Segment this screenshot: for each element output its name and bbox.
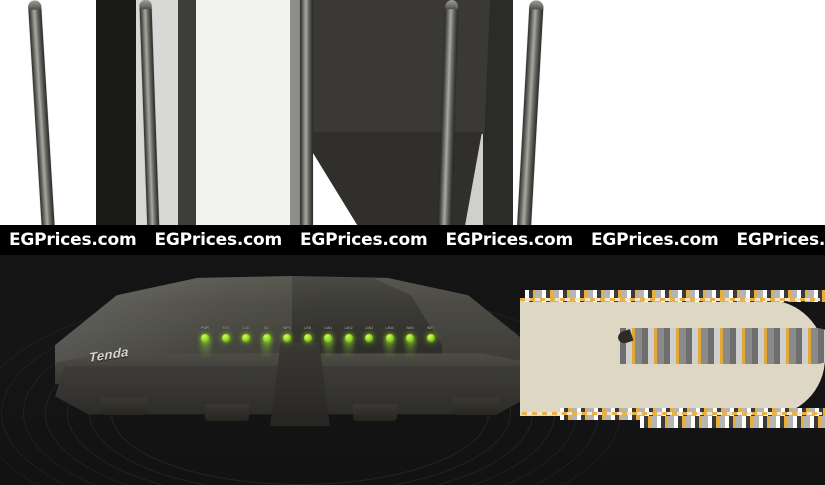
led-label: LAN3	[364, 326, 374, 330]
backdrop-strip	[560, 0, 825, 250]
led-indicator: SYS	[218, 324, 234, 342]
render-artifact	[500, 290, 825, 428]
led-dot	[242, 334, 250, 342]
led-glow	[323, 338, 333, 358]
led-label: 2.4G	[242, 326, 250, 330]
led-label: 5G	[264, 326, 269, 330]
led-dot	[221, 334, 230, 342]
led-label: LAN4	[385, 326, 394, 330]
router-foot	[353, 404, 397, 421]
led-glow	[344, 338, 353, 358]
led-dot	[426, 334, 435, 342]
led-glow	[262, 338, 271, 358]
watermark-text: EGPrices.com	[582, 230, 728, 250]
led-glow	[200, 338, 210, 358]
led-label: INET	[426, 326, 435, 330]
artifact-edge	[520, 298, 820, 301]
antenna-tip	[27, 0, 42, 10]
led-label: LAN1	[323, 326, 333, 330]
artifact-notch	[620, 328, 825, 364]
led-glow	[405, 338, 415, 358]
led-label: SYS	[222, 326, 229, 330]
watermark-suffix: Prices.com	[470, 230, 574, 250]
backdrop-strip	[290, 0, 300, 250]
led-label: WAN	[406, 326, 414, 330]
led-dot	[303, 334, 312, 342]
watermark-suffix: Prices.com	[761, 230, 825, 250]
led-label: USB	[304, 326, 311, 330]
antenna-tip	[139, 0, 152, 10]
led-indicator: WPS	[279, 324, 295, 342]
watermark-suffix: Prices.com	[325, 230, 428, 250]
watermark-text: EGPrices.com	[0, 230, 146, 250]
led-indicator-row: PWR SYS 2.4G 5G WPS USB LAN1 LAN2 LAN3 LAN4 WAN INE…	[197, 324, 447, 358]
router-centre-spine	[270, 342, 330, 426]
router-foot	[453, 398, 499, 415]
led-indicator: 2.4G	[238, 324, 254, 342]
watermark-suffix: Prices.com	[616, 230, 719, 250]
watermark-prefix: EG	[300, 230, 326, 250]
led-dot	[283, 334, 291, 342]
led-label: LAN2	[344, 326, 353, 330]
led-indicator: INET	[423, 324, 439, 342]
led-indicator: USB	[300, 324, 316, 342]
watermark-prefix: EG	[9, 230, 35, 250]
led-dot	[365, 334, 373, 342]
backdrop-wedge-upper	[300, 0, 490, 134]
watermark-prefix: EG	[736, 230, 762, 250]
led-label: WPS	[283, 326, 291, 330]
watermark-suffix: Prices.com	[179, 230, 283, 250]
led-indicator: LAN3	[361, 324, 377, 342]
watermark-prefix: EG	[591, 230, 617, 250]
router-foot	[101, 398, 147, 415]
backdrop-strip	[196, 0, 290, 250]
watermark-prefix: EG	[154, 230, 180, 250]
antenna-tip	[529, 0, 544, 10]
watermark-text: EGPrices.com	[437, 230, 583, 250]
watermark-text: EGPrices.com	[291, 230, 437, 250]
watermark-text: EGPrices.com	[728, 230, 825, 250]
backdrop-strip	[96, 0, 136, 250]
watermark-suffix: Prices.com	[34, 230, 137, 250]
watermark-prefix: EG	[445, 230, 471, 250]
backdrop-strip	[178, 0, 196, 250]
led-glow	[385, 338, 394, 358]
led-label: PWR	[201, 326, 209, 330]
artifact-streak	[640, 416, 825, 428]
antenna-tip	[445, 0, 459, 10]
router-foot	[205, 404, 249, 421]
watermark-text: EGPrices.com	[146, 230, 292, 250]
artifact-edge	[522, 412, 822, 415]
